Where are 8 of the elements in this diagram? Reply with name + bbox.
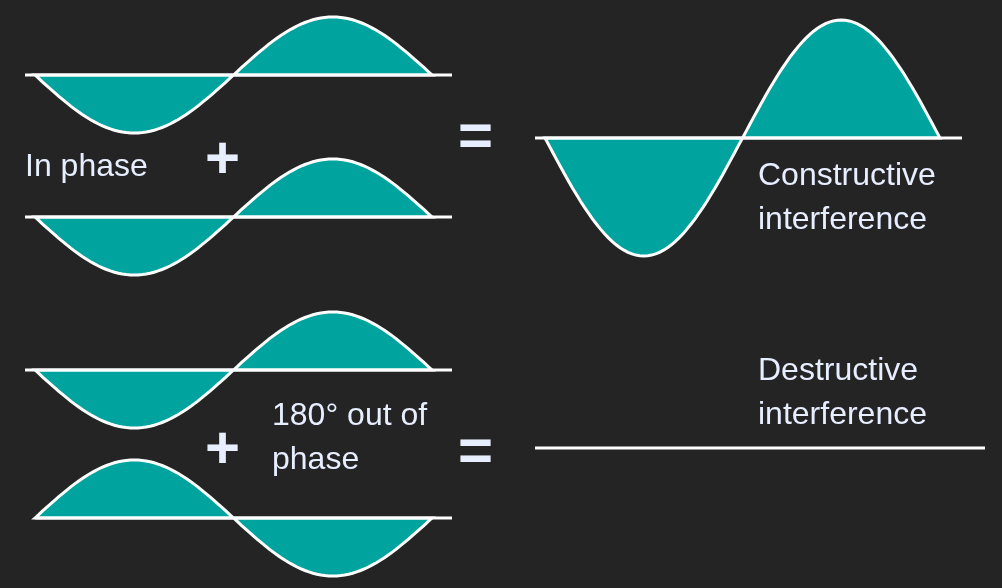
equals-sign: = [458, 420, 495, 480]
caption: In phase [25, 146, 149, 185]
caption: Destructive interference [758, 350, 928, 433]
equals-sign: = [458, 105, 495, 165]
plus-sign: + [205, 418, 242, 478]
caption: Constructive interference [758, 155, 937, 238]
plus-sign: + [205, 128, 242, 188]
caption: 180° out of phase [272, 395, 429, 478]
